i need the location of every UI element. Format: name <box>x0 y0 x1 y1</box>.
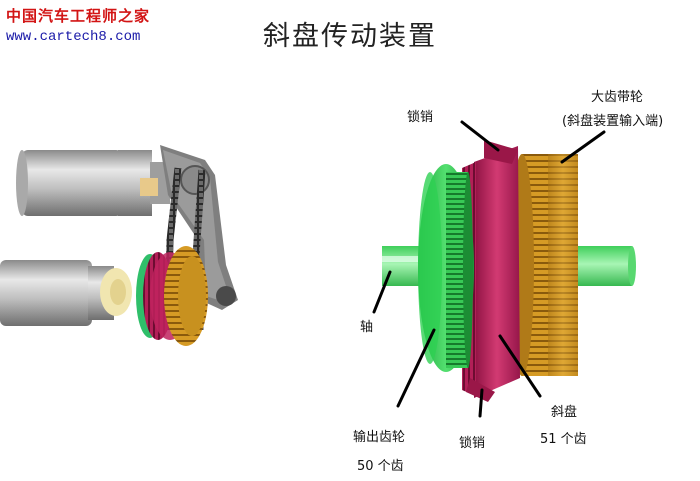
motor-bottom <box>0 260 132 326</box>
label-lock-pin-top: 锁销 <box>407 110 434 125</box>
watermark-url: www.cartech8.com <box>6 29 141 45</box>
gear-stack-assembled <box>136 246 208 346</box>
label-swash-teeth: 51 个齿 <box>540 432 587 447</box>
label-swash-plate: 斜盘 <box>551 405 578 420</box>
label-lock-pin-bottom: 锁销 <box>459 436 486 451</box>
label-big-gear-input: (斜盘装置输入端) <box>562 114 664 129</box>
motor-top <box>16 150 170 216</box>
watermark-cn: 中国汽车工程师之家 <box>6 8 151 25</box>
label-big-gear: 大齿带轮 <box>591 90 644 105</box>
label-output-gear: 输出齿轮 <box>353 430 406 445</box>
output-gear <box>418 164 474 372</box>
label-shaft: 轴 <box>360 320 374 335</box>
leader-lines <box>372 120 606 418</box>
big-gear-pulley <box>510 154 578 376</box>
label-output-teeth: 50 个齿 <box>357 459 404 474</box>
page-title: 斜盘传动装置 <box>263 21 437 52</box>
